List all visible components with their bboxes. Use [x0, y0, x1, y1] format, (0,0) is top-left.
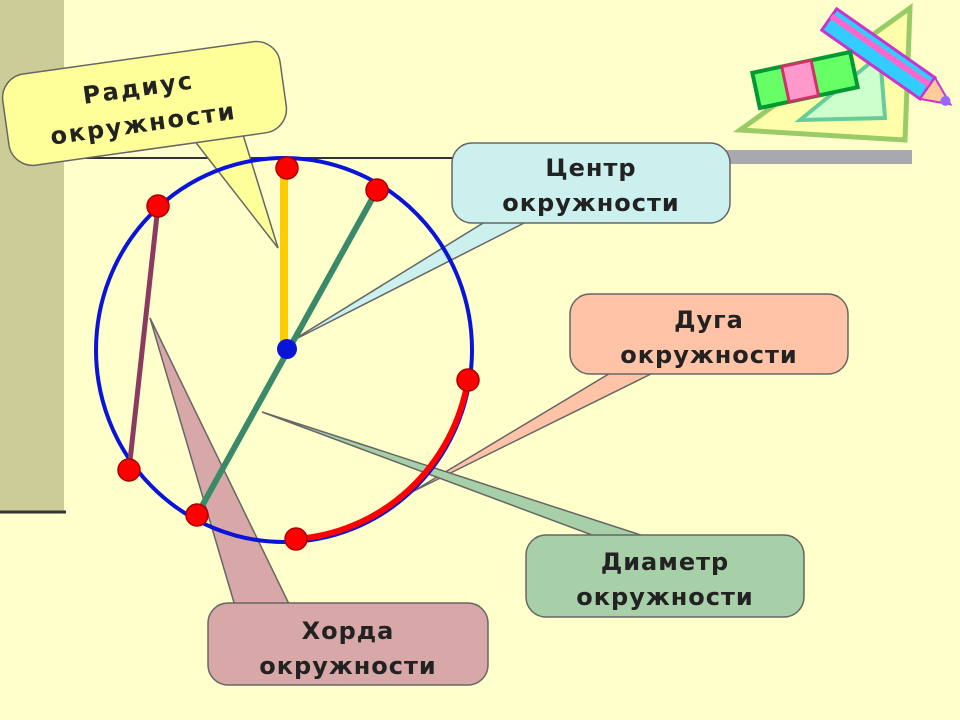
eraser-icon [749, 49, 861, 111]
radius-callout-box [1, 40, 288, 167]
diameter-endpoint-top [365, 178, 389, 202]
pencil-icon [819, 6, 953, 106]
diameter-callout-box [525, 534, 805, 618]
center-label-line1: Центр [545, 154, 636, 182]
arc-label-line2: окружности [620, 341, 798, 369]
chord-callout-box [207, 602, 489, 686]
chord-segment [126, 205, 161, 471]
arc-segment [295, 379, 471, 542]
chord-label-line1: Хорда [302, 617, 395, 645]
center-callout: Центр окружности [289, 142, 731, 343]
arc-callout-box [569, 293, 849, 375]
arc-endpoint-bottom [284, 527, 308, 551]
diameter-endpoint-bottom [185, 503, 209, 527]
chord-endpoint-top [146, 194, 170, 218]
pencil-eraser-triangle-icon [732, 2, 953, 143]
radius-endpoint [275, 156, 299, 180]
center-label-line2: окружности [502, 189, 680, 217]
diameter-label-line1: Диаметр [601, 548, 729, 576]
top-rule-bar [722, 150, 912, 164]
chord-label-line2: окружности [259, 652, 437, 680]
arc-callout: Дуга окружности [411, 293, 849, 493]
center-point [277, 339, 297, 359]
diameter-label-line2: окружности [576, 583, 754, 611]
center-callout-box [451, 142, 731, 224]
radius-callout: Радиус окружности [1, 40, 288, 249]
chord-callout: Хорда окружности [149, 317, 489, 686]
arc-label-line1: Дуга [674, 306, 744, 334]
diameter-callout: Диаметр окружности [261, 411, 805, 618]
chord-endpoint-bottom [117, 458, 141, 482]
arc-endpoint-right [456, 368, 480, 392]
